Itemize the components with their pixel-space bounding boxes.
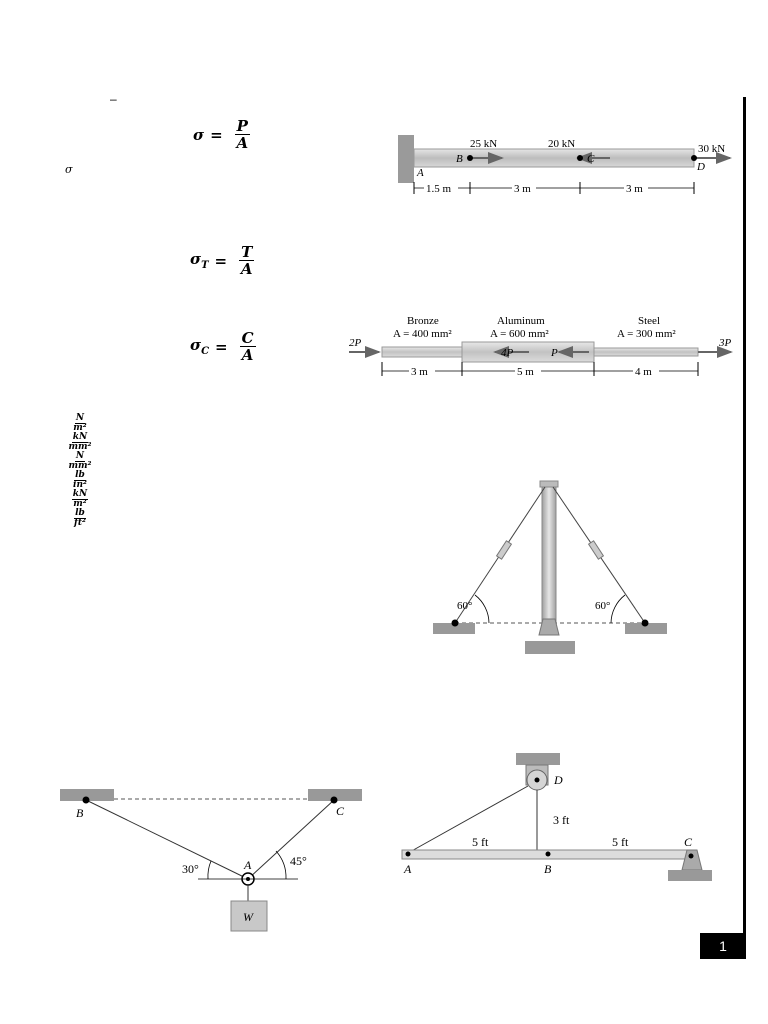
point-label: C: [336, 804, 345, 818]
dimension-label: 1.5 m: [426, 183, 452, 195]
turnbuckle: [587, 540, 605, 560]
angle-label: 30°: [182, 862, 199, 876]
point-label: A: [416, 167, 424, 179]
dimension-label: 3 ft: [553, 813, 570, 827]
equals-sign: =: [214, 251, 228, 270]
fraction: C A: [239, 329, 256, 364]
figure-guyed-pole: 60° 60°: [433, 480, 667, 654]
numerator: C: [239, 329, 256, 347]
load-label: 3P: [718, 337, 732, 349]
denominator: A: [236, 134, 249, 152]
angle-label: 60°: [457, 600, 472, 612]
point-label: B: [456, 153, 463, 165]
left-support: [60, 789, 114, 801]
material-label: Aluminum: [497, 315, 545, 327]
material-label: Steel: [638, 315, 660, 327]
equals-sign: =: [210, 125, 223, 144]
area-label: A = 400 mm²: [393, 328, 452, 340]
figure-axial-bar-loads: 25 kN 20 kN 30 kN A B C D 1.5 m 3 m 3 m: [398, 135, 732, 195]
point-label: B: [544, 862, 552, 876]
material-label: Bronze: [407, 315, 439, 327]
load-label: 30 kN: [698, 143, 725, 155]
area-label: A = 300 mm²: [617, 328, 676, 340]
dimension-label: 5 m: [517, 366, 534, 378]
dimension-label: 5 ft: [472, 835, 489, 849]
area-label: A = 600 mm²: [490, 328, 549, 340]
dimension-label: 5 ft: [612, 835, 629, 849]
steel-segment: [593, 347, 699, 357]
formula-lhs: σC: [190, 336, 210, 357]
dimension-label: 3 m: [411, 366, 428, 378]
point-label: C: [684, 835, 693, 849]
point-label: A: [403, 862, 412, 876]
load-label: 2P: [349, 337, 362, 349]
node-marker: [577, 155, 583, 161]
fraction: P A: [234, 117, 250, 152]
dimension-label: 3 m: [626, 183, 643, 195]
page-number: 1: [700, 933, 746, 959]
dimension-label: 4 m: [635, 366, 652, 378]
dash-mark: –: [110, 92, 117, 106]
formula-tension-stress: σT = T A: [190, 243, 255, 278]
load-label: 20 kN: [548, 138, 575, 150]
formula-lhs: σ: [193, 125, 205, 144]
load-label: 25 kN: [470, 138, 497, 150]
right-support: [308, 789, 362, 801]
wall-support: [398, 135, 414, 183]
figure-hanging-weight: W B C A 30° 45°: [60, 789, 362, 932]
pole-base: [538, 618, 560, 636]
angle-label: 45°: [290, 854, 307, 868]
denominator: A: [240, 260, 253, 278]
numerator: P: [234, 117, 250, 135]
weight-label: W: [243, 910, 254, 924]
node-marker: [467, 155, 473, 161]
formula-lhs: σT: [190, 250, 209, 271]
equals-sign: =: [215, 337, 228, 356]
pole: [541, 482, 557, 624]
point-label: D: [553, 773, 563, 787]
point-label: B: [76, 806, 84, 820]
turnbuckle: [495, 540, 513, 560]
numerator: T: [239, 243, 255, 261]
load-label: P: [550, 347, 558, 359]
figure-composite-bar: Bronze A = 400 mm² Aluminum A = 600 mm² …: [349, 315, 733, 378]
formula-compression-stress: σC = C A: [190, 330, 256, 363]
dimension-label: 3 m: [514, 183, 531, 195]
cable-ad: [407, 785, 529, 854]
right-anchor: [625, 623, 667, 634]
denominator: A: [241, 346, 254, 364]
fraction: T A: [239, 243, 255, 278]
load-label: 4P: [501, 347, 514, 359]
right-margin-rule: [743, 97, 746, 957]
left-anchor: [433, 623, 475, 634]
weight-box: [230, 900, 268, 932]
top-support: [516, 753, 560, 765]
bronze-segment: [381, 346, 463, 358]
sigma-symbol: σ: [65, 163, 73, 176]
cable-ab: [85, 799, 249, 880]
node-marker: [691, 155, 697, 161]
formula-normal-stress: σ = P A: [193, 118, 250, 151]
angle-label: 60°: [595, 600, 610, 612]
figure-beam-strut: A B C D 3 ft 5 ft 5 ft: [401, 753, 712, 881]
point-label: A: [243, 858, 252, 872]
point-label: D: [696, 161, 705, 173]
point-label: C: [587, 153, 595, 165]
cable-ac: [247, 799, 335, 880]
